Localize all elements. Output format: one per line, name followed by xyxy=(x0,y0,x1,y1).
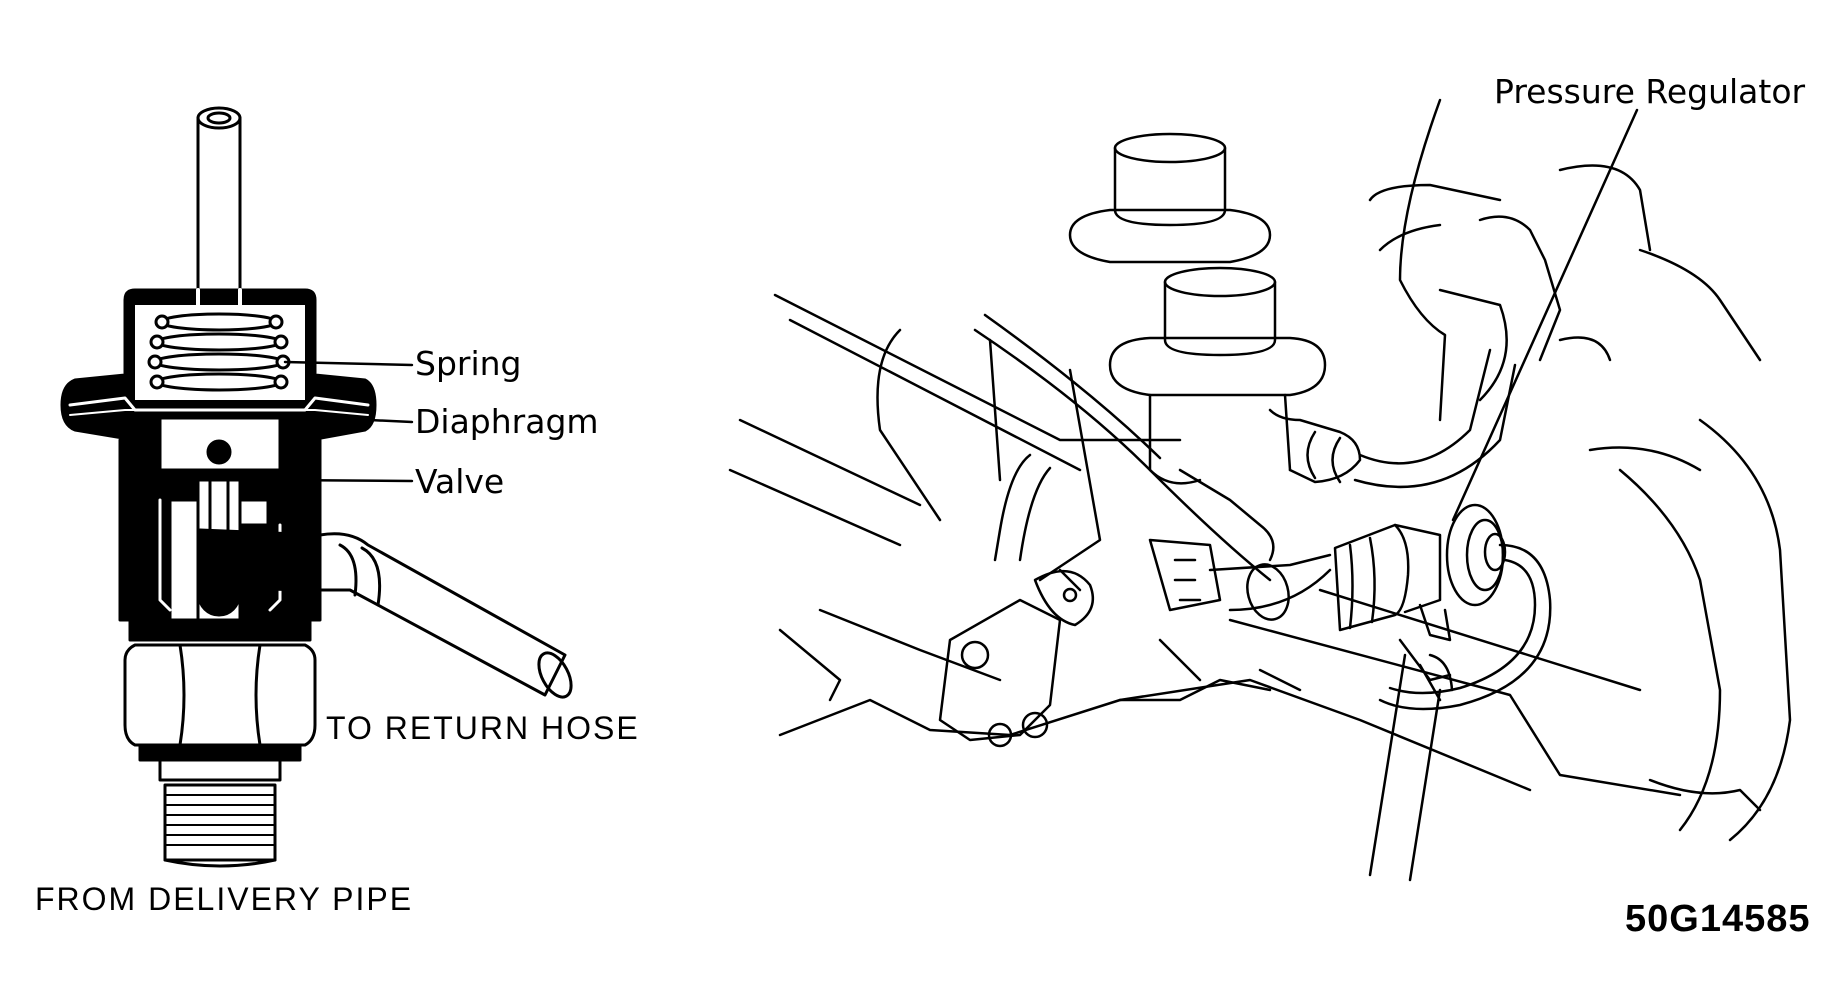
hex-nut xyxy=(123,618,317,762)
spring-coils xyxy=(147,312,291,392)
intake-body xyxy=(1398,98,1792,842)
engine-illustration xyxy=(728,98,1792,882)
label-to-return-hose: TO RETURN HOSE xyxy=(326,710,640,746)
cutaway-leader-lines xyxy=(273,360,414,483)
mounting-bracket xyxy=(938,569,1095,748)
fuel-lines xyxy=(973,313,1272,592)
label-diaphragm: Diaphragm xyxy=(415,402,599,441)
label-pressure-regulator: Pressure Regulator xyxy=(1494,72,1806,111)
regulator-on-engine xyxy=(1333,503,1507,702)
label-from-delivery-pipe: FROM DELIVERY PIPE xyxy=(35,881,414,917)
vacuum-hose xyxy=(1368,543,1552,882)
return-hose-outlet xyxy=(198,528,573,699)
label-spring: Spring xyxy=(415,344,522,383)
pressure-regulator-leader xyxy=(1451,108,1639,522)
threaded-inlet xyxy=(158,758,282,868)
fuel-fittings xyxy=(1148,183,1517,621)
pulsation-dampers xyxy=(1068,132,1327,485)
label-valve: Valve xyxy=(415,462,505,501)
figure-code: 50G14585 xyxy=(1625,898,1811,940)
regulator-cutaway xyxy=(60,106,573,868)
